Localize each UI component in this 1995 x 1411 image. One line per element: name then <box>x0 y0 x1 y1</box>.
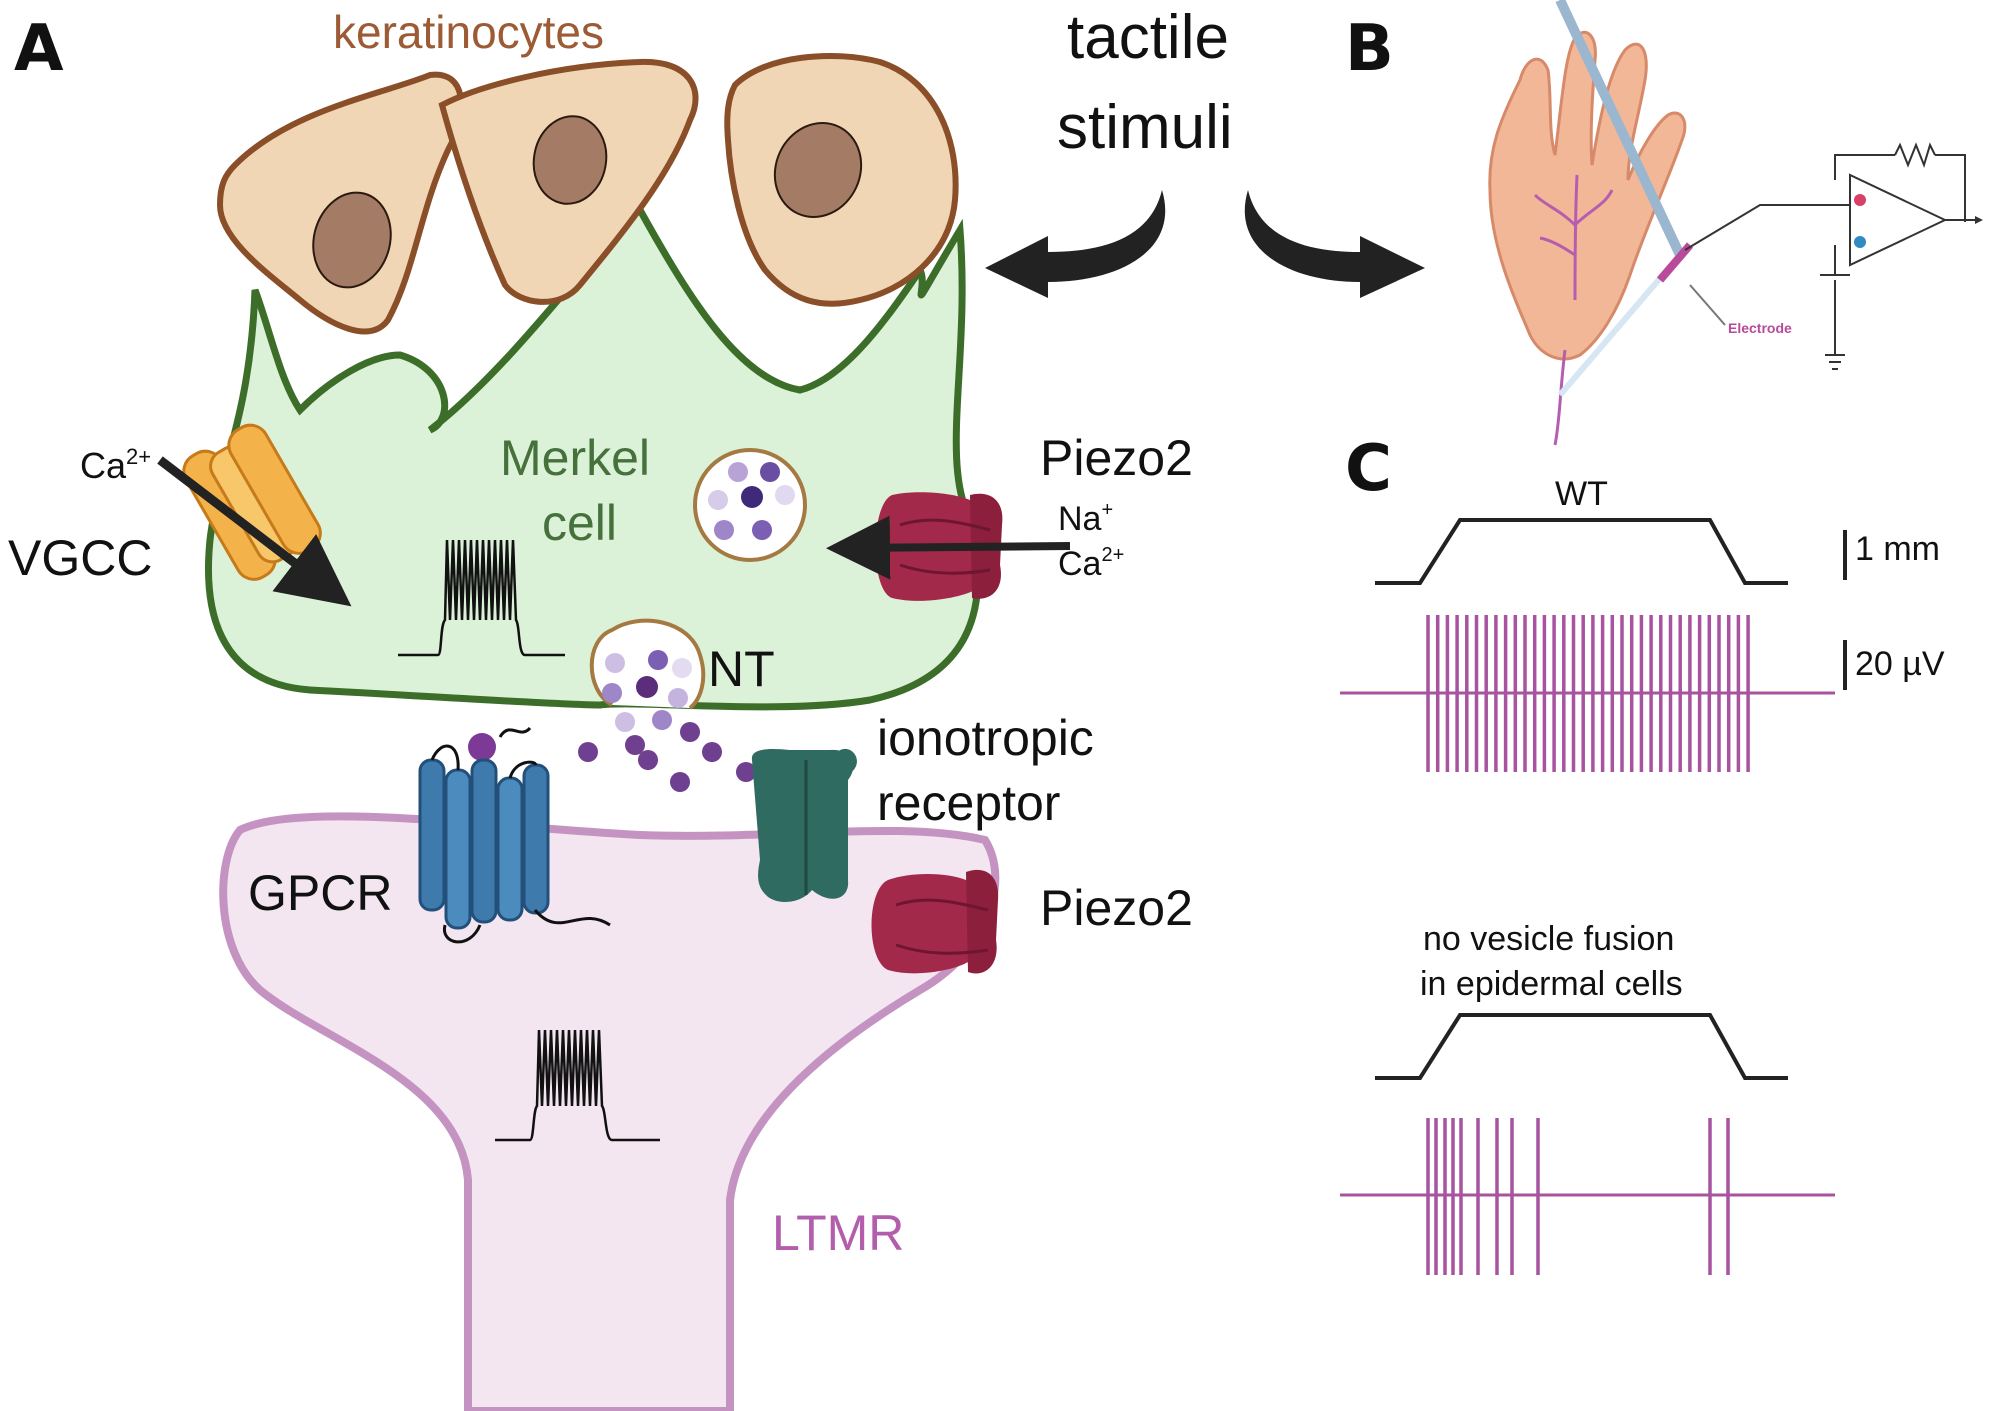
tactile-stimuli-line1: tactile <box>1067 3 1229 72</box>
gpcr-label: GPCR <box>248 865 392 921</box>
keratinocytes-label: keratinocytes <box>333 6 604 58</box>
scale-mm-label: 1 mm <box>1855 530 1940 568</box>
keratinocyte-nucleus <box>312 191 392 289</box>
ionotropic-receptor-label-line2: receptor <box>877 775 1060 831</box>
amplifier-circuit <box>1684 142 1975 370</box>
noninverting-input-icon <box>1854 236 1866 248</box>
merkel-cell-label-line2: cell <box>542 495 617 551</box>
merkel-cell-label-line1: Merkel <box>500 430 650 486</box>
cation-influx-arrow-icon <box>826 515 1071 580</box>
electrode-pipette <box>1555 0 1694 397</box>
mutant-label-line2: in epidermal cells <box>1420 965 1683 1003</box>
merkel-cell <box>205 204 982 711</box>
stimulus-arrow-left-icon <box>985 190 1166 298</box>
panel-b-label: B <box>1345 12 1394 86</box>
mutant-label-line1: no vesicle fusion <box>1423 920 1674 958</box>
tactile-stimuli-line2: stimuli <box>1057 93 1233 162</box>
gpcr-receptor <box>418 726 611 944</box>
wt-label: WT <box>1555 475 1608 513</box>
inverting-input-icon <box>1854 194 1866 206</box>
piezo2-channel-ltmr <box>871 869 999 974</box>
vesicle-stored <box>693 448 807 562</box>
keratinocyte-2 <box>438 58 699 305</box>
vgcc-label: VGCC <box>8 530 152 586</box>
keratinocyte-nucleus <box>773 122 863 218</box>
nt-label: NT <box>708 641 775 697</box>
stimulus-arrow-right-icon <box>1244 190 1425 298</box>
electrode-leader-line <box>1689 284 1726 326</box>
ltmr-terminal <box>219 812 1000 1411</box>
keratinocyte-nucleus <box>532 115 608 205</box>
ltmr-spike-trace <box>495 1029 660 1142</box>
calcium-influx-arrow-icon <box>157 456 352 607</box>
ca-right-label: Ca2+ <box>1058 544 1124 583</box>
mutant-stimulus-trace <box>1375 1013 1788 1080</box>
wt-stimulus-trace <box>1375 518 1788 585</box>
keratinocyte-1 <box>216 71 465 335</box>
na-label: Na+ <box>1058 499 1113 538</box>
mutant-spike-train <box>1340 1118 1835 1275</box>
panel-a-label: A <box>14 12 64 86</box>
mouse-paw-illustration <box>1488 30 1687 446</box>
ionotropic-receptor-label-line1: ionotropic <box>877 710 1094 766</box>
ionotropic-receptor <box>751 748 857 902</box>
neurotransmitter-molecules <box>468 710 756 792</box>
piezo2-bottom-label: Piezo2 <box>1040 880 1193 936</box>
merkel-spike-trace <box>398 539 565 657</box>
keratinocyte-3 <box>724 52 959 307</box>
ca-left-label: Ca2+ <box>80 444 151 486</box>
scale-uv-label: 20 µV <box>1855 645 1945 683</box>
vesicle-fusing <box>589 618 706 710</box>
electrode-label: Electrode <box>1728 320 1792 336</box>
panel-c-label: C <box>1345 432 1392 506</box>
output-arrow-icon <box>1975 216 1983 224</box>
piezo2-top-label: Piezo2 <box>1040 430 1193 486</box>
ltmr-label: LTMR <box>772 1205 904 1261</box>
wt-spike-train <box>1340 615 1835 772</box>
